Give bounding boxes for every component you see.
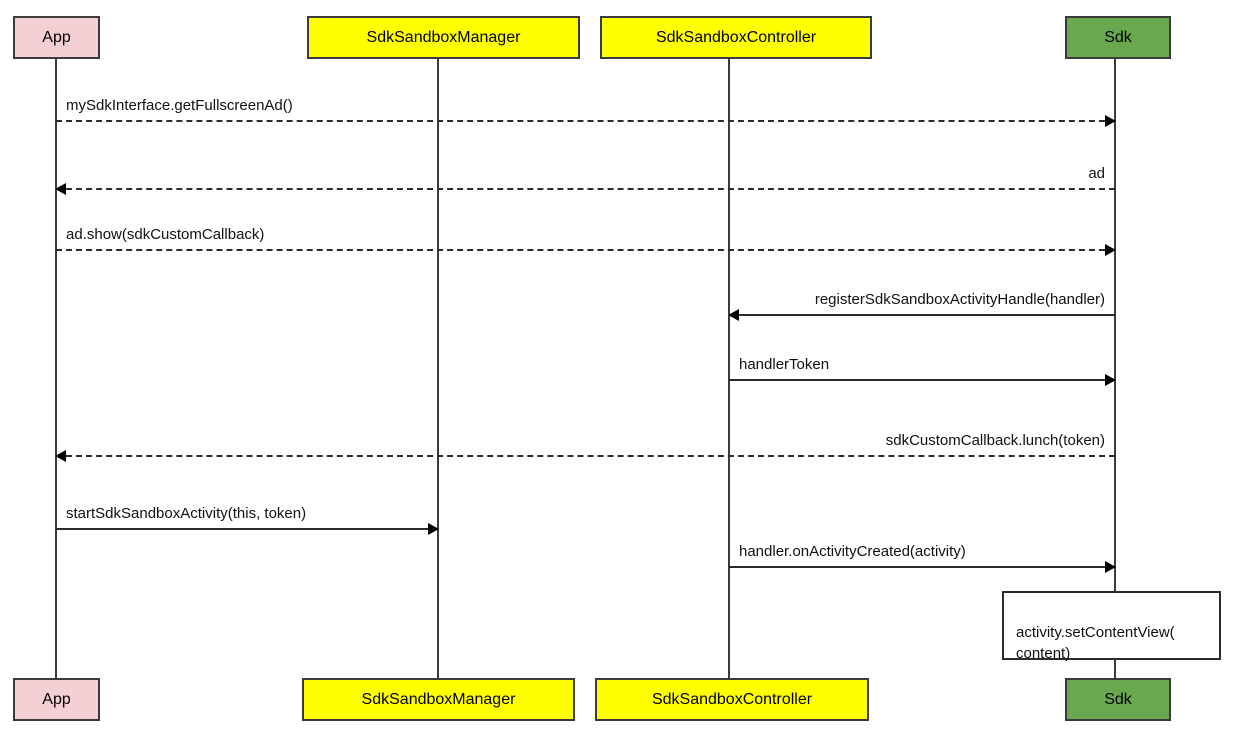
note-set-content-view-text: activity.setContentView( content) xyxy=(1016,624,1175,662)
message-2-arrowhead-icon xyxy=(55,183,66,195)
note-set-content-view: activity.setContentView( content) xyxy=(1002,591,1221,662)
message-6-line xyxy=(56,455,1115,457)
message-6-arrowhead-icon xyxy=(55,450,66,462)
participant-sdk-top-label: Sdk xyxy=(1104,28,1132,46)
message-7-line xyxy=(56,528,438,530)
participant-controller-top[interactable]: SdkSandboxController xyxy=(600,16,872,59)
participant-app-top[interactable]: App xyxy=(13,16,100,59)
message-8-label: handler.onActivityCreated(activity) xyxy=(739,542,966,560)
message-6-label: sdkCustomCallback.lunch(token) xyxy=(885,431,1105,449)
message-1-label: mySdkInterface.getFullscreenAd() xyxy=(66,96,293,114)
participant-controller-top-label: SdkSandboxController xyxy=(655,28,817,46)
message-7-label: startSdkSandboxActivity(this, token) xyxy=(66,504,307,522)
participant-manager-top-label: SdkSandboxManager xyxy=(366,28,521,46)
participant-app-bottom[interactable]: App xyxy=(13,678,100,721)
message-3-arrowhead-icon xyxy=(1105,244,1116,256)
message-4-arrowhead-icon xyxy=(728,309,739,321)
message-3-label: ad.show(sdkCustomCallback) xyxy=(66,225,265,243)
lifeline-manager xyxy=(437,58,439,678)
message-8-arrowhead-icon xyxy=(1105,561,1116,573)
participant-app-bottom-label: App xyxy=(42,690,71,708)
message-4-label: registerSdkSandboxActivityHandle(handler… xyxy=(814,290,1105,308)
participant-app-top-label: App xyxy=(42,28,71,46)
message-5-line xyxy=(729,379,1115,381)
message-1-arrowhead-icon xyxy=(1105,115,1116,127)
participant-manager-top[interactable]: SdkSandboxManager xyxy=(307,16,580,59)
message-2-line xyxy=(56,188,1115,190)
participant-manager-bottom[interactable]: SdkSandboxManager xyxy=(302,678,575,721)
participant-manager-bottom-label: SdkSandboxManager xyxy=(361,690,516,708)
participant-controller-bottom-label: SdkSandboxController xyxy=(651,690,813,708)
message-2-label: ad xyxy=(1088,164,1105,182)
lifeline-controller xyxy=(728,58,730,678)
message-1-line xyxy=(56,120,1115,122)
participant-sdk-top[interactable]: Sdk xyxy=(1065,16,1171,59)
lifeline-app xyxy=(55,58,57,678)
message-7-arrowhead-icon xyxy=(428,523,439,535)
participant-sdk-bottom[interactable]: Sdk xyxy=(1065,678,1171,721)
participant-sdk-bottom-label: Sdk xyxy=(1104,690,1132,708)
lifeline-sdk xyxy=(1114,58,1116,678)
message-4-line xyxy=(729,314,1115,316)
message-8-line xyxy=(729,566,1115,568)
message-3-line xyxy=(56,249,1115,251)
message-5-arrowhead-icon xyxy=(1105,374,1116,386)
message-5-label: handlerToken xyxy=(739,355,830,373)
participant-controller-bottom[interactable]: SdkSandboxController xyxy=(595,678,869,721)
